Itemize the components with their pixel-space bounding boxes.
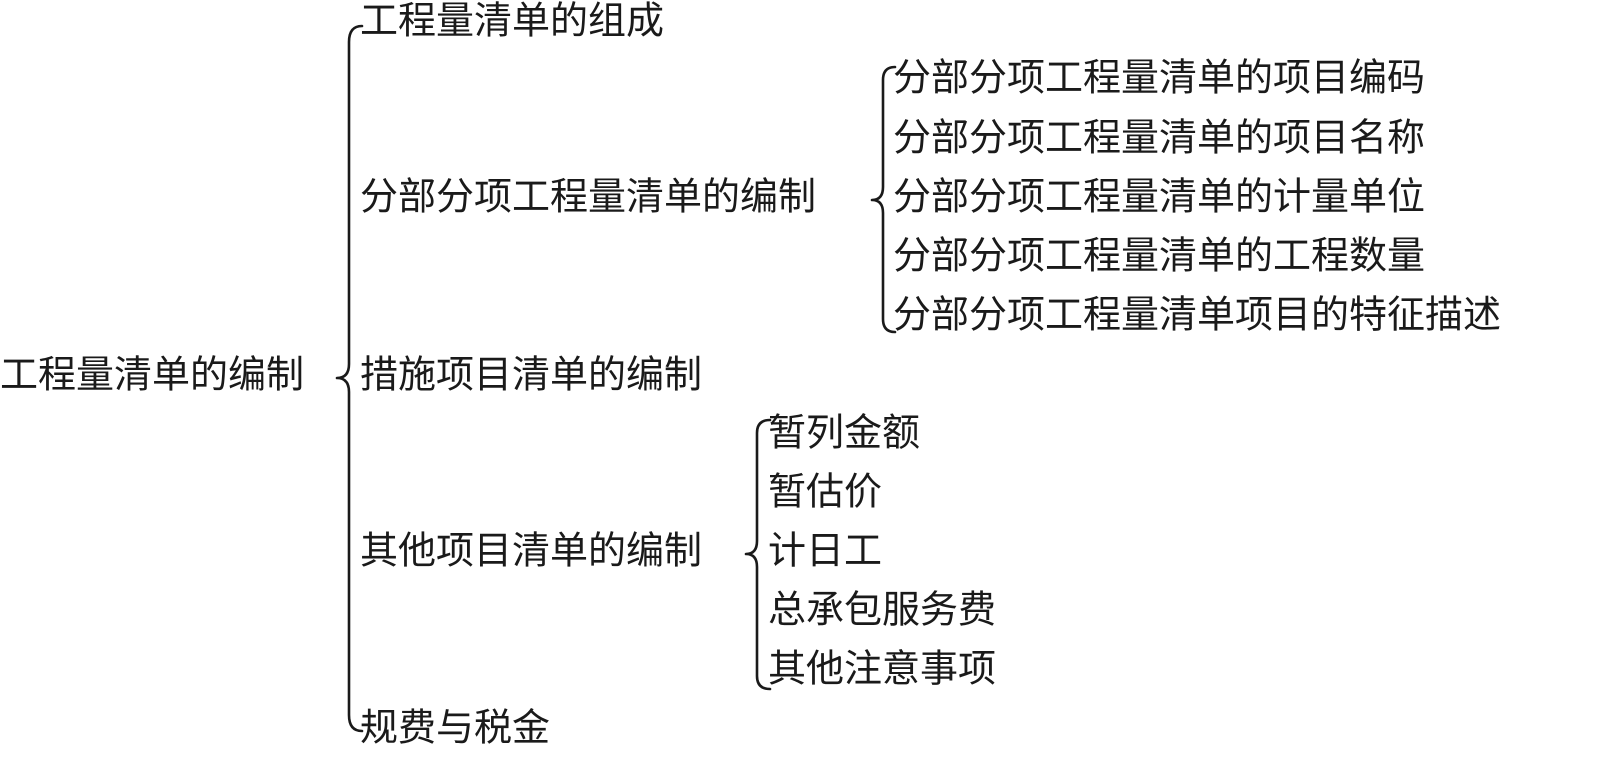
node-provisional-price: 暂估价	[768, 470, 882, 514]
node-bill-composition: 工程量清单的组成	[360, 0, 664, 43]
node-other-notes: 其他注意事项	[768, 647, 996, 691]
node-sub-item-bill: 分部分项工程量清单的编制	[360, 175, 816, 219]
root-node-label: 工程量清单的编制	[0, 353, 304, 397]
node-provisional-sum: 暂列金额	[768, 411, 920, 455]
node-unit-of-measure: 分部分项工程量清单的计量单位	[893, 175, 1425, 219]
node-daywork: 计日工	[768, 529, 882, 573]
root-brace	[335, 24, 364, 733]
node-contractor-service-fee: 总承包服务费	[768, 588, 996, 632]
sub-item-brace	[870, 65, 897, 334]
node-fees-taxes: 规费与税金	[360, 706, 550, 750]
node-quantity: 分部分项工程量清单的工程数量	[893, 234, 1425, 278]
node-item-name: 分部分项工程量清单的项目名称	[893, 116, 1425, 160]
other-items-brace	[744, 418, 772, 691]
node-feature-description: 分部分项工程量清单项目的特征描述	[893, 293, 1501, 337]
node-measure-bill: 措施项目清单的编制	[360, 353, 702, 397]
node-other-bill: 其他项目清单的编制	[360, 529, 702, 573]
node-item-code: 分部分项工程量清单的项目编码	[893, 56, 1425, 100]
